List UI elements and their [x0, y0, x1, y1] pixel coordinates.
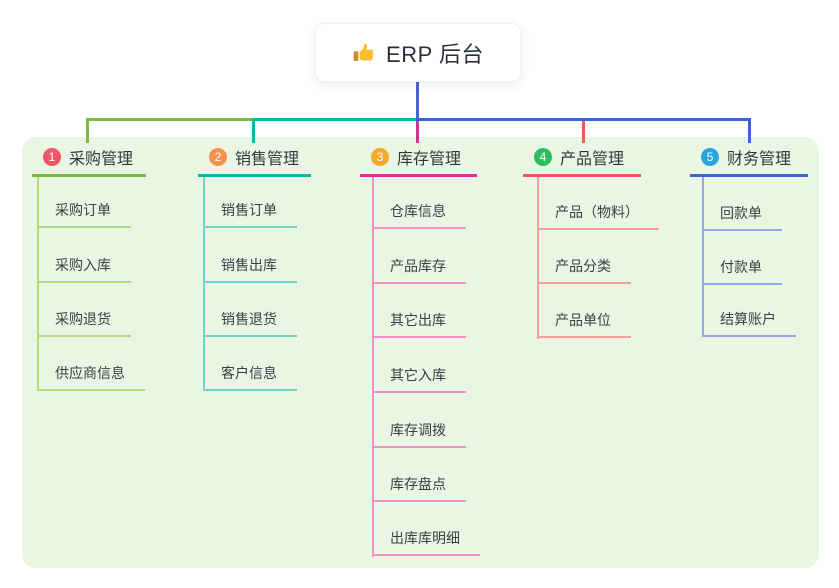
child-node[interactable]: 产品（物料）: [537, 202, 659, 230]
child-node[interactable]: 销售退货: [203, 309, 297, 337]
child-node[interactable]: 产品分类: [537, 256, 631, 284]
connector-drop-sales: [252, 118, 255, 143]
trunk-sales: [203, 177, 205, 391]
child-node[interactable]: 供应商信息: [37, 363, 145, 391]
child-node[interactable]: 付款单: [702, 257, 782, 285]
child-node[interactable]: 产品单位: [537, 310, 631, 338]
child-node[interactable]: 客户信息: [203, 363, 297, 391]
child-node[interactable]: 其它出库: [372, 310, 466, 338]
child-node[interactable]: 库存盘点: [372, 474, 466, 502]
connector-bus-purchase: [86, 118, 254, 121]
root-node[interactable]: ERP 后台: [315, 23, 521, 82]
branches-panel: [22, 137, 819, 568]
connector-root-drop: [416, 82, 419, 119]
child-node[interactable]: 仓库信息: [372, 201, 466, 229]
child-node[interactable]: 采购订单: [37, 200, 131, 228]
branch-node-finance[interactable]: 5 财务管理: [690, 145, 808, 177]
child-node[interactable]: 采购入库: [37, 255, 131, 283]
connector-drop-finance: [748, 118, 751, 143]
trunk-inventory: [372, 177, 374, 557]
branch-node-inventory[interactable]: 3 库存管理: [360, 145, 477, 177]
branch-label: 产品管理: [560, 151, 625, 168]
branch-label: 财务管理: [727, 151, 792, 168]
badge-4: 4: [534, 148, 552, 166]
child-node[interactable]: 回款单: [702, 203, 782, 231]
connector-drop-purchase: [86, 118, 89, 143]
child-node[interactable]: 销售订单: [203, 200, 297, 228]
badge-3: 3: [371, 148, 389, 166]
branch-label: 采购管理: [69, 151, 134, 168]
child-node[interactable]: 出库库明细: [372, 528, 480, 556]
branch-node-sales[interactable]: 2 销售管理: [198, 145, 311, 177]
badge-2: 2: [209, 148, 227, 166]
branch-node-product[interactable]: 4 产品管理: [523, 145, 641, 177]
branch-node-purchase[interactable]: 1 采购管理: [32, 145, 146, 177]
badge-5: 5: [701, 148, 719, 166]
connector-drop-inventory: [416, 121, 419, 143]
branch-label: 销售管理: [235, 151, 300, 168]
child-node[interactable]: 采购退货: [37, 309, 131, 337]
branch-label: 库存管理: [397, 151, 462, 168]
connector-drop-product: [582, 121, 585, 143]
child-node[interactable]: 产品库存: [372, 256, 466, 284]
trunk-finance: [702, 177, 704, 337]
connector-bus-sales: [252, 118, 418, 121]
child-node[interactable]: 其它入库: [372, 365, 466, 393]
child-node[interactable]: 结算账户: [702, 309, 796, 337]
connector-bus-finance: [416, 118, 751, 121]
child-node[interactable]: 库存调拨: [372, 420, 466, 448]
child-node[interactable]: 销售出库: [203, 255, 297, 283]
root-label: ERP 后台: [386, 41, 484, 67]
thumbs-up-icon: [352, 41, 376, 65]
trunk-purchase: [37, 177, 39, 391]
trunk-product: [537, 177, 539, 339]
badge-1: 1: [43, 148, 61, 166]
